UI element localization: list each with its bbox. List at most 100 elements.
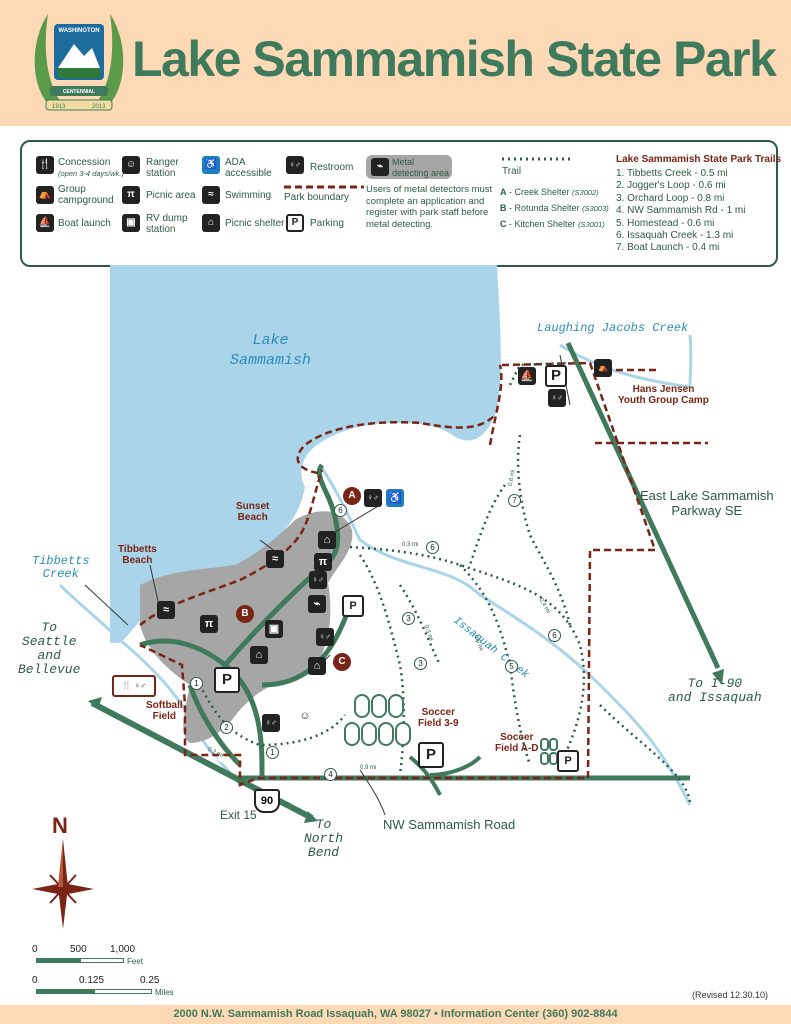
- map-legend: 🍴 Concession(open 3-4 days/wk.) ⛺ Group …: [20, 140, 782, 267]
- parking-icon: P: [557, 750, 579, 772]
- soccer-access-road: [408, 755, 482, 796]
- legend-picnic-shelter: Picnic shelter: [225, 218, 285, 229]
- restroom-icon: ♀♂: [309, 571, 327, 589]
- legend-group-campground: Group campground: [58, 184, 114, 206]
- trail-marker-3: 3: [414, 657, 427, 670]
- scale-miles-0: 0: [32, 975, 38, 986]
- swimming-icon: ≈: [157, 601, 175, 619]
- trail-marker-3: 3: [402, 612, 415, 625]
- group-campground-icon: ⛺: [36, 186, 54, 204]
- ranger-station-icon: ☺: [296, 707, 314, 725]
- header-banner: WASHINGTON CENTENNIAL 1913 2013 Lake Sam…: [0, 0, 791, 126]
- scale-miles-025: 0.25: [140, 975, 160, 986]
- legend-ada: ADA accessible: [225, 157, 272, 179]
- parking-icon: P: [545, 365, 567, 387]
- seal-year-start: 1913: [52, 104, 66, 110]
- legend-rv-dump: RV dump station: [146, 213, 188, 235]
- trail-network: [198, 361, 692, 806]
- arrow-to-i90: [712, 669, 724, 685]
- arrow-to-seattle: [88, 697, 102, 709]
- legend-shelter-a: A - Creek Shelter (S3002): [500, 187, 599, 197]
- trail-marker-7: 7: [508, 494, 521, 507]
- picnic-area-icon: π: [314, 553, 332, 571]
- soccer-fields-3-9: [344, 694, 411, 746]
- trail-item: 7. Boat Launch - 0.4 mi: [616, 242, 720, 254]
- revised-date: (Revised 12.30.10): [692, 990, 769, 1000]
- scale-feet-bar: [36, 958, 80, 963]
- legend-trail: Trail: [502, 166, 522, 177]
- metal-detector-icon: ⌁: [308, 595, 326, 613]
- trail-marker-6: 6: [334, 504, 347, 517]
- picnic-shelter-icon: ⌂: [308, 657, 326, 675]
- shelter-c-marker: C: [333, 653, 351, 671]
- issaquah-creek-water: [318, 464, 692, 806]
- rv-dump-icon: ▣: [122, 214, 140, 232]
- scale-feet-500: 500: [70, 944, 87, 955]
- trails-title: Lake Sammamish State Park Trails: [616, 154, 782, 165]
- nw-sammamish-road-label: NW Sammamish Road: [383, 817, 516, 832]
- parking-icon: P: [286, 214, 304, 232]
- interstate-90-shield: 90: [254, 789, 280, 813]
- scale-feet-0: 0: [32, 944, 38, 955]
- trail-marker-5: 5: [505, 660, 518, 673]
- metal-detecting-note: Users of metal detectors must complete a…: [366, 184, 493, 230]
- legend-restroom: Restroom: [310, 162, 354, 173]
- trail-item: 2. Jogger's Loop - 0.6 mi: [616, 180, 726, 192]
- picnic-area-icon: π: [200, 615, 218, 633]
- restroom-icon: ♀♂: [316, 628, 334, 646]
- soccer-fields-a-d: [540, 738, 558, 765]
- legend-metal-detecting: Metal detecting area: [392, 157, 450, 178]
- trail-marker-4: 4: [324, 768, 337, 781]
- group-campground-icon: ⛺: [594, 359, 612, 377]
- legend-parking: Parking: [310, 218, 344, 229]
- state-parks-seal: WASHINGTON CENTENNIAL 1913 2013: [34, 14, 124, 111]
- metal-detector-icon: ⌁: [371, 158, 389, 176]
- picnic-shelter-icon: ⌂: [250, 646, 268, 664]
- restroom-icon: ♀♂: [364, 489, 382, 507]
- map-drawing: [58, 265, 724, 823]
- trail-item: 5. Homestead - 0.6 mi: [616, 217, 715, 229]
- park-boundary-icon: [284, 185, 364, 189]
- scale-miles-unit: Miles: [155, 988, 174, 997]
- shelter-b-marker: B: [236, 605, 254, 623]
- shelter-a-marker: A: [343, 487, 361, 505]
- picnic-shelter-icon: ⌂: [202, 214, 220, 232]
- compass-north-label: N: [52, 813, 68, 838]
- legend-ranger-station: Ranger station: [146, 157, 179, 179]
- concession-icon: 🍴: [36, 156, 54, 174]
- distance-label: 0.3 mi: [402, 542, 419, 548]
- trail-marker-6: 6: [426, 541, 439, 554]
- parking-icon: P: [342, 595, 364, 617]
- trail-item: 4. NW Sammamish Rd - 1 mi: [616, 205, 746, 217]
- picnic-shelter-icon: ⌂: [318, 531, 336, 549]
- seal-year-end: 2013: [92, 104, 106, 110]
- parking-icon: P: [418, 742, 444, 768]
- restroom-icon: ♀♂: [286, 156, 304, 174]
- lake-sammamish-water: [110, 265, 501, 643]
- ada-icon: ♿: [386, 489, 404, 507]
- boat-launch-icon: ⛵: [518, 367, 536, 385]
- park-boundary: [139, 361, 708, 787]
- restroom-icon: ♀♂: [262, 714, 280, 732]
- trail-item: 3. Orchard Loop - 0.8 mi: [616, 192, 725, 204]
- trails-list: 1. Tibbetts Creek - 0.5 mi 2. Jogger's L…: [616, 168, 745, 255]
- seal-text-top: WASHINGTON: [58, 28, 99, 34]
- exit-15-label: Exit 15: [220, 808, 257, 822]
- swimming-icon: ≈: [266, 550, 284, 568]
- trail-marker-6: 6: [548, 629, 561, 642]
- legend-concession: Concession(open 3-4 days/wk.): [58, 157, 124, 178]
- legend-shelter-c: C - Kitchen Shelter (S3001): [500, 219, 605, 229]
- legend-park-boundary: Park boundary: [284, 192, 350, 203]
